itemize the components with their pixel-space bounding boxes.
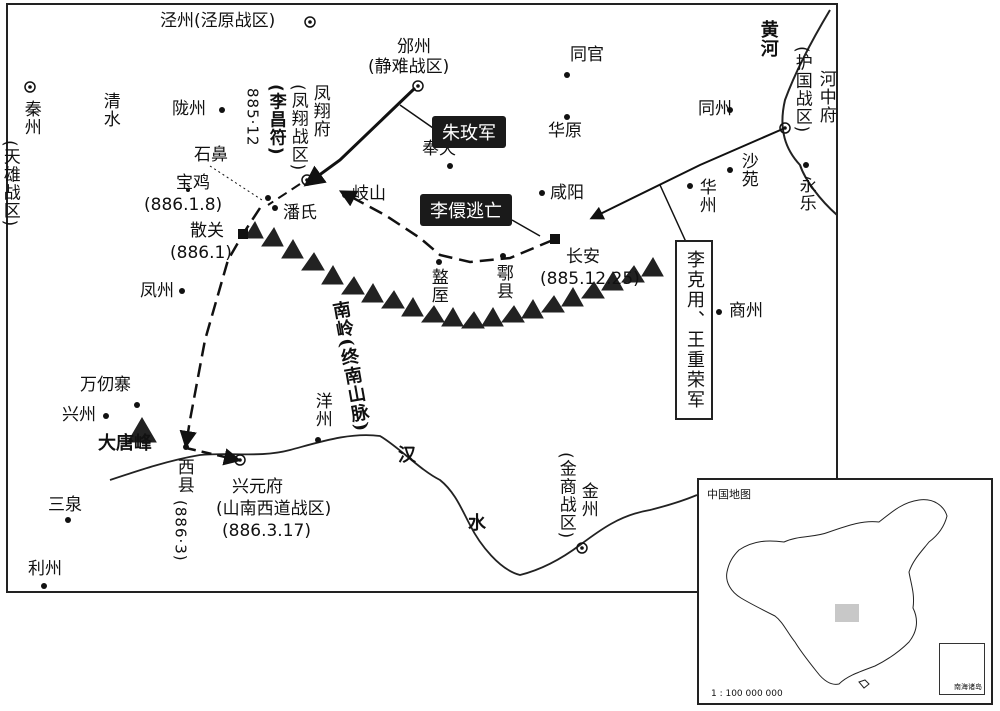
label-huazhou: 华州 — [695, 178, 716, 214]
label-baoji: 宝鸡 — [176, 173, 210, 193]
label-shayuan: 沙苑 — [737, 152, 758, 188]
label-xingzhou: 兴州 — [62, 405, 96, 425]
zhu-mei-label: 朱玫军 — [432, 116, 506, 148]
label-jinshang: (金商战区) — [555, 452, 576, 540]
label-fengzhou: 凤州 — [140, 281, 174, 301]
label-changan-date: (885.12.25) — [540, 269, 640, 289]
datangfeng-mountain — [127, 417, 157, 443]
label-shibi: 石鼻 — [194, 145, 228, 165]
label-hezhong: 河中府 — [815, 70, 836, 124]
label-yongle: 永乐 — [795, 176, 816, 212]
label-qinzhou: 秦州 — [20, 100, 41, 136]
map-frame — [6, 3, 838, 593]
label-huayuan: 华原 — [548, 121, 582, 141]
li-wang-route — [589, 127, 786, 220]
inset-scale: 1 : 100 000 000 — [711, 689, 783, 699]
capital-marks — [24, 16, 791, 554]
zhu-mei-route — [303, 86, 417, 187]
south-sea-islands-label: 南海诸岛 — [954, 683, 982, 691]
label-fengxiang-zone: (凤翔战区) — [287, 84, 308, 172]
label-qingshui: 清水 — [99, 92, 120, 128]
label-huanghe: 黄河 — [757, 20, 779, 58]
label-sanguan: 散关 — [190, 221, 224, 241]
label-hanshui-a: 汉 — [398, 445, 416, 466]
label-jinzhou: 金州 — [577, 482, 598, 518]
label-xingyuan-zone: (山南西道战区) — [216, 499, 332, 519]
south-sea-islands-box: 南海诸岛 — [939, 643, 985, 695]
label-zhouzhi: 盩厔 — [427, 268, 448, 304]
place-dots — [41, 72, 809, 589]
li-xuan-label: 李儇逃亡 — [420, 194, 512, 226]
label-jingzhou: 泾州(泾原战区) — [160, 11, 276, 31]
label-binzhou-zone: (静难战区) — [368, 57, 450, 77]
label-tongzhou: 同州 — [698, 99, 732, 119]
label-qishan: 岐山 — [352, 184, 386, 204]
label-hanshui-b: 水 — [468, 513, 486, 534]
li-wang-label: 李克用、王重荣军 — [675, 240, 713, 420]
label-shangzhou: 商州 — [729, 301, 763, 321]
china-outline — [726, 499, 948, 689]
label-panshi: 潘氏 — [283, 203, 317, 223]
label-huxian: 鄠县 — [492, 264, 513, 300]
label-binzhou: 邠州 — [397, 37, 431, 57]
label-xixian-date: (886·3) — [171, 500, 190, 562]
label-li-changfu: (李昌符) — [265, 84, 286, 156]
li-xuan-route — [338, 190, 554, 264]
label-xingyuan: 兴元府 — [232, 477, 283, 497]
qinling-mountains — [127, 220, 664, 443]
label-fengxiang: 凤翔府 — [309, 84, 330, 138]
yellow-river — [781, 9, 838, 216]
label-datangfeng: 大唐峰 — [98, 433, 152, 454]
label-xingyuan-date: (886.3.17) — [222, 521, 311, 541]
label-xianyang: 咸阳 — [550, 183, 584, 203]
label-sanquan: 三泉 — [48, 495, 82, 515]
label-wanrenzhai: 万仞寨 — [80, 375, 131, 395]
label-yangzhou: 洋州 — [311, 392, 332, 428]
label-huguo: (护国战区) — [791, 46, 812, 134]
china-inset-map: 中国地图 1 : 100 000 000 南海诸岛 — [697, 478, 993, 705]
label-baoji-date: (886.1.8) — [144, 195, 223, 215]
label-li-changfu-date: 885·12 — [243, 88, 262, 147]
label-longzhou: 陇州 — [172, 99, 206, 119]
inset-title: 中国地图 — [707, 488, 751, 501]
label-tianxiong: (天雄战区) — [0, 140, 20, 228]
label-xixian: 西县 — [173, 458, 194, 494]
label-lizhou: 利州 — [28, 559, 62, 579]
label-tongguan: 同官 — [570, 45, 604, 65]
label-sanguan-date: (886.1) — [170, 243, 232, 263]
label-changan: 长安 — [566, 247, 600, 267]
